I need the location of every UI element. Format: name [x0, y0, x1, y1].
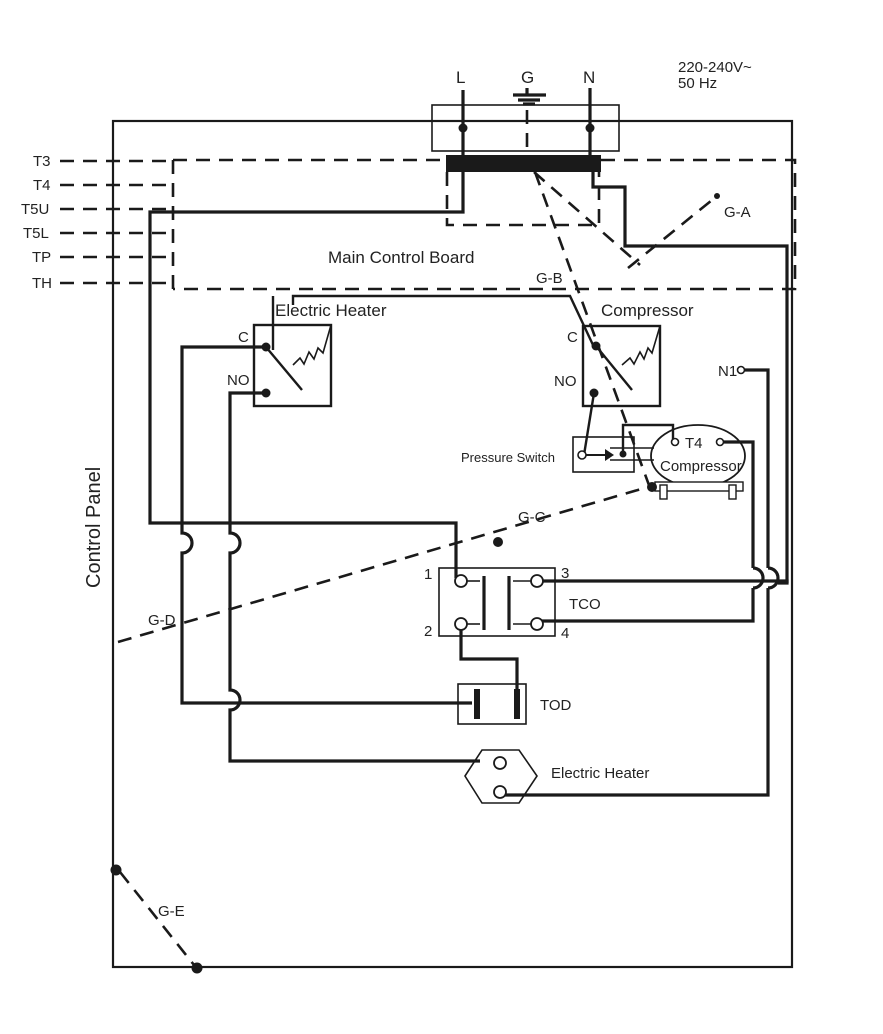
electric-heater-label: Electric Heater [551, 765, 649, 782]
control-panel-label: Control Panel [83, 467, 105, 588]
main-control-board-label: Main Control Board [328, 248, 474, 267]
terminal-label-g: G [521, 68, 534, 87]
compressor-relay-no: NO [554, 373, 577, 390]
sensor-t5u: T5U [21, 201, 49, 218]
tco-pin-1: 1 [424, 566, 432, 583]
terminal-block [431, 104, 620, 152]
heater-relay-c: C [238, 329, 249, 346]
electric-heater [464, 749, 538, 804]
ground-label-ge: G-E [158, 903, 185, 920]
n1-label: N1 [718, 363, 737, 380]
sensor-t5l: T5L [23, 225, 49, 242]
compressor-t4-label: T4 [685, 435, 703, 452]
ground-label-ga: G-A [724, 204, 751, 221]
sensor-tp: TP [32, 249, 51, 266]
sensor-t3: T3 [33, 153, 51, 170]
heater-relay-label: Electric Heater [275, 301, 387, 320]
ground-label-gc: G-C [518, 509, 546, 526]
sensor-inputs [60, 159, 173, 285]
ground-wires [110, 171, 720, 974]
ground-symbol-icon [513, 88, 546, 106]
tco-pin-2: 2 [424, 623, 432, 640]
main-board-connector [446, 155, 601, 172]
heater-relay-no: NO [227, 372, 250, 389]
terminal-label-n: N [583, 68, 595, 87]
tod-label: TOD [540, 697, 572, 714]
compressor-relay-c: C [567, 329, 578, 346]
tco [438, 567, 556, 637]
terminal-label-l: L [456, 68, 465, 87]
control-panel-outline [111, 119, 794, 969]
tco-pin-3: 3 [561, 565, 569, 582]
sensor-t4: T4 [33, 177, 51, 194]
ground-label-gd: G-D [148, 612, 176, 629]
ground-label-gb: G-B [536, 270, 563, 287]
supply-frequency: 50 Hz [678, 75, 717, 92]
compressor-unit-label: Compressor [660, 458, 742, 475]
tco-label: TCO [569, 596, 601, 613]
sensor-th: TH [32, 275, 52, 292]
heater-relay [252, 294, 595, 408]
supply-voltage: 220-240V~ [678, 59, 752, 76]
compressor-relay-label: Compressor [601, 301, 694, 320]
pressure-switch [572, 436, 635, 473]
pressure-switch-label: Pressure Switch [461, 450, 555, 465]
tco-pin-4: 4 [561, 625, 569, 642]
main-control-board [171, 158, 797, 291]
